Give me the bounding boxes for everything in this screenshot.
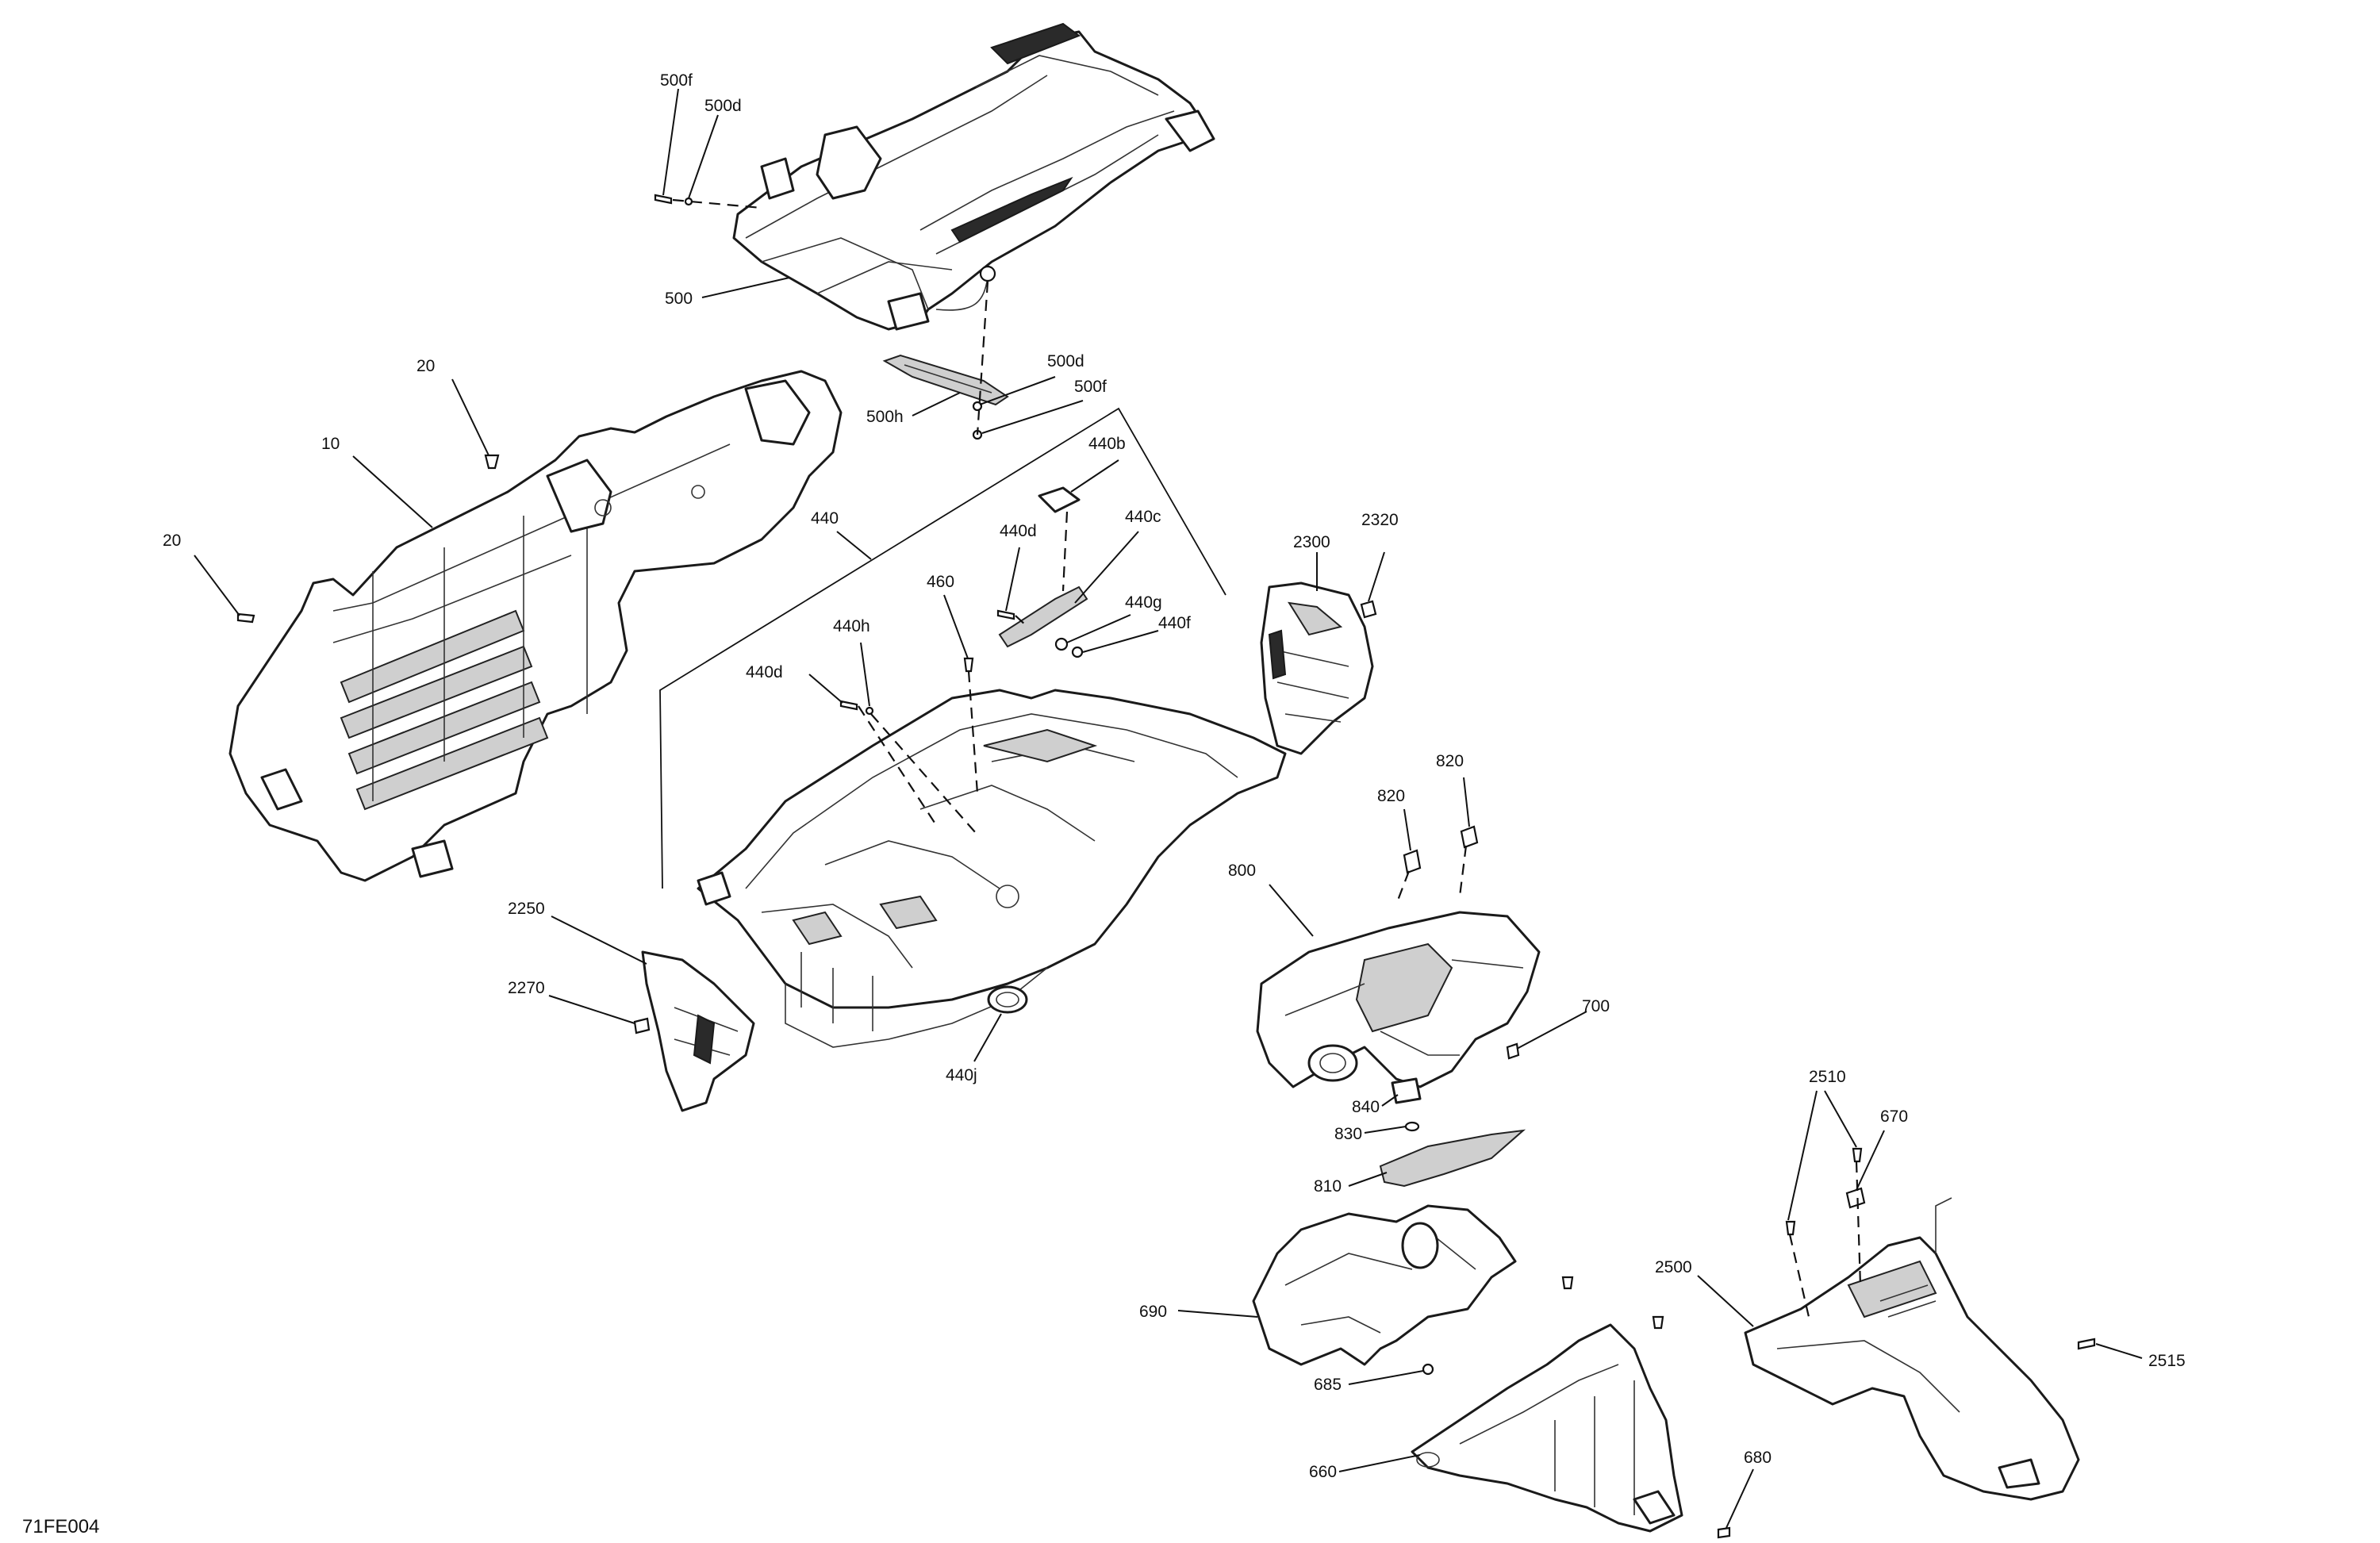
callout-2320: 2320 (1361, 511, 1399, 529)
part-440-storage-tub (697, 689, 1287, 1048)
callout-20-left: 20 (163, 532, 181, 550)
part-840-clip (1391, 1077, 1422, 1104)
bolt-500f-top (654, 194, 673, 205)
clip-820-l (1403, 849, 1422, 874)
rivet-460 (963, 657, 974, 673)
bolt-440d-b (839, 700, 858, 711)
callout-820-l: 820 (1377, 787, 1405, 805)
callout-500f-mid: 500f (1074, 378, 1107, 396)
callout-440j: 440j (946, 1066, 977, 1084)
leader-lines (194, 88, 2143, 1529)
washer-500d-mid (972, 401, 983, 412)
callout-2300: 2300 (1293, 533, 1330, 551)
figure-reference: 71FE004 (22, 1516, 99, 1537)
callout-660: 660 (1309, 1463, 1337, 1481)
part-500-storage-lid (732, 22, 1215, 331)
part-440j-grommet (987, 985, 1028, 1014)
callout-440c: 440c (1125, 508, 1161, 526)
callout-440h: 440h (833, 617, 870, 635)
clip-820-r (1460, 825, 1479, 849)
callout-440d-a: 440d (1000, 522, 1037, 540)
bolt-2515 (2077, 1338, 2096, 1350)
callout-440b: 440b (1088, 435, 1126, 453)
bolt-685 (1422, 1363, 1434, 1376)
callout-20-top: 20 (416, 357, 435, 375)
callout-500d-top: 500d (704, 97, 742, 115)
group-bracket-440 (659, 407, 1226, 889)
part-2500-rear-panel (1744, 1197, 2080, 1501)
callout-700: 700 (1582, 997, 1610, 1015)
bolt-2270 (633, 1017, 651, 1034)
part-810-cover (1379, 1129, 1526, 1188)
callout-680: 680 (1744, 1449, 1772, 1467)
part-440b-pad (1038, 486, 1081, 513)
callout-500h: 500h (866, 408, 904, 426)
part-440c-latch (998, 585, 1088, 648)
callout-2510: 2510 (1809, 1068, 1846, 1086)
part-10-front-fascia (228, 370, 843, 882)
callout-460: 460 (927, 573, 954, 591)
callout-500f-top: 500f (660, 71, 693, 90)
bolt-20-left (236, 612, 255, 624)
part-2250-side-panel (641, 950, 755, 1112)
callout-830: 830 (1334, 1125, 1362, 1143)
part-690-console-lower (1252, 1204, 1517, 1366)
rivet-440h (865, 706, 874, 716)
bolt-2510-b (1852, 1147, 1863, 1163)
callout-10: 10 (321, 435, 340, 453)
callout-800: 800 (1228, 862, 1256, 880)
callout-840: 840 (1352, 1098, 1380, 1116)
bolt-440d-a (996, 609, 1015, 620)
callout-labels: 500f 500d 500 500d 500f 500h 20 10 20 44… (163, 71, 2186, 1481)
part-800-gauge-housing (1256, 911, 1541, 1088)
washer-440g (1054, 637, 1069, 651)
part-500h-strap (882, 354, 1009, 406)
callout-440g: 440g (1125, 593, 1162, 612)
callout-500d-mid: 500d (1047, 352, 1084, 370)
callout-2515: 2515 (2148, 1352, 2186, 1370)
callout-440: 440 (811, 509, 839, 528)
callout-690: 690 (1139, 1303, 1167, 1321)
callout-2500: 2500 (1655, 1258, 1692, 1276)
washer-500d-top (684, 197, 693, 206)
callout-2250: 2250 (508, 900, 545, 918)
nut-440f (1071, 646, 1084, 658)
part-830-nut (1404, 1121, 1420, 1132)
callout-810: 810 (1314, 1177, 1342, 1196)
clip-670 (1845, 1187, 1866, 1209)
callout-440d-b: 440d (746, 663, 783, 681)
fasteners (236, 194, 2096, 1539)
callout-670: 670 (1880, 1107, 1908, 1126)
bolt-660-top (1561, 1276, 1574, 1290)
bolt-2510-a (1785, 1220, 1796, 1236)
part-660-center-base (1411, 1323, 1683, 1533)
bolt-660-right (1652, 1315, 1664, 1330)
assembly-lines (659, 198, 1862, 1318)
callout-820-r: 820 (1436, 752, 1464, 770)
callout-500: 500 (665, 290, 693, 308)
bolt-700 (1506, 1042, 1520, 1060)
bolt-20-top (484, 454, 500, 470)
callout-440f: 440f (1158, 614, 1191, 632)
bolt-680 (1717, 1526, 1731, 1539)
part-2300-side-panel (1260, 582, 1374, 755)
callout-2270: 2270 (508, 979, 545, 997)
bolt-2320 (1360, 600, 1377, 619)
callout-685: 685 (1314, 1376, 1342, 1394)
